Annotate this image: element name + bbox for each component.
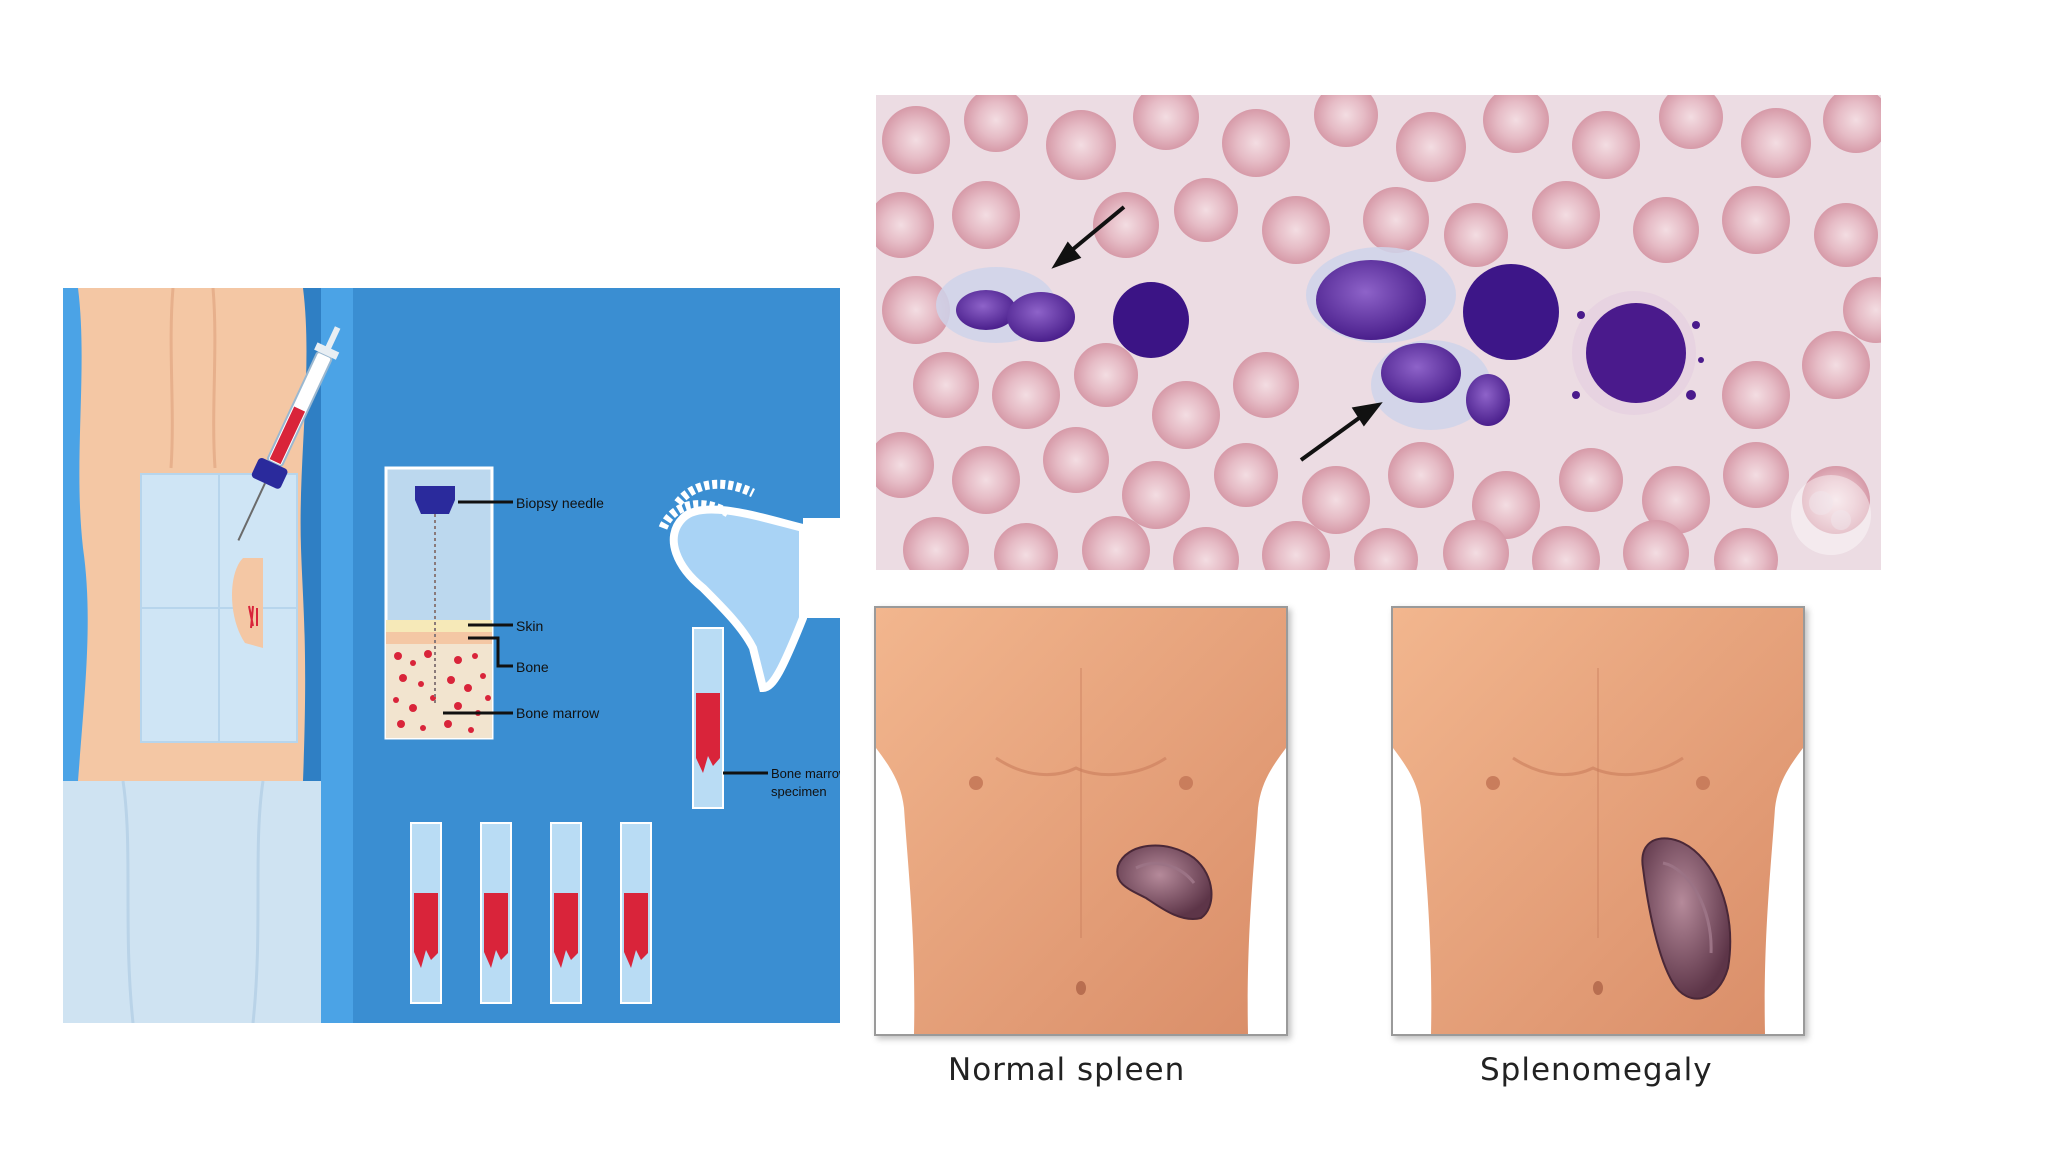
label-biopsy-needle: Biopsy needle (516, 495, 604, 511)
gloved-hand-specimen: Bone marrow specimen (658, 479, 840, 809)
specimen-tubes-row (410, 822, 652, 1004)
blood-smear-micrograph (876, 95, 1881, 570)
label-skin: Skin (516, 618, 543, 634)
needle-cross-section-diagram: Biopsy needle Skin Bone Bone marrow (384, 466, 604, 740)
label-specimen-line2: specimen (771, 784, 827, 799)
label-bone-marrow: Bone marrow (516, 705, 600, 721)
watermark-logo (1791, 475, 1871, 555)
label-specimen-line1: Bone marrow (771, 766, 840, 781)
red-blood-cells (876, 95, 1881, 570)
caption-normal-spleen: Normal spleen (948, 1052, 1186, 1088)
annotation-arrows (1051, 205, 1383, 462)
caption-splenomegaly: Splenomegaly (1480, 1052, 1713, 1088)
bone-marrow-biopsy-illustration: Biopsy needle Skin Bone Bone marrow Bone… (63, 288, 840, 1023)
label-bone: Bone (516, 659, 549, 675)
white-blood-cells (936, 247, 1704, 430)
splenomegaly-illustration (1391, 606, 1805, 1036)
patient-back-scene (63, 288, 353, 1023)
normal-spleen-illustration (874, 606, 1288, 1036)
